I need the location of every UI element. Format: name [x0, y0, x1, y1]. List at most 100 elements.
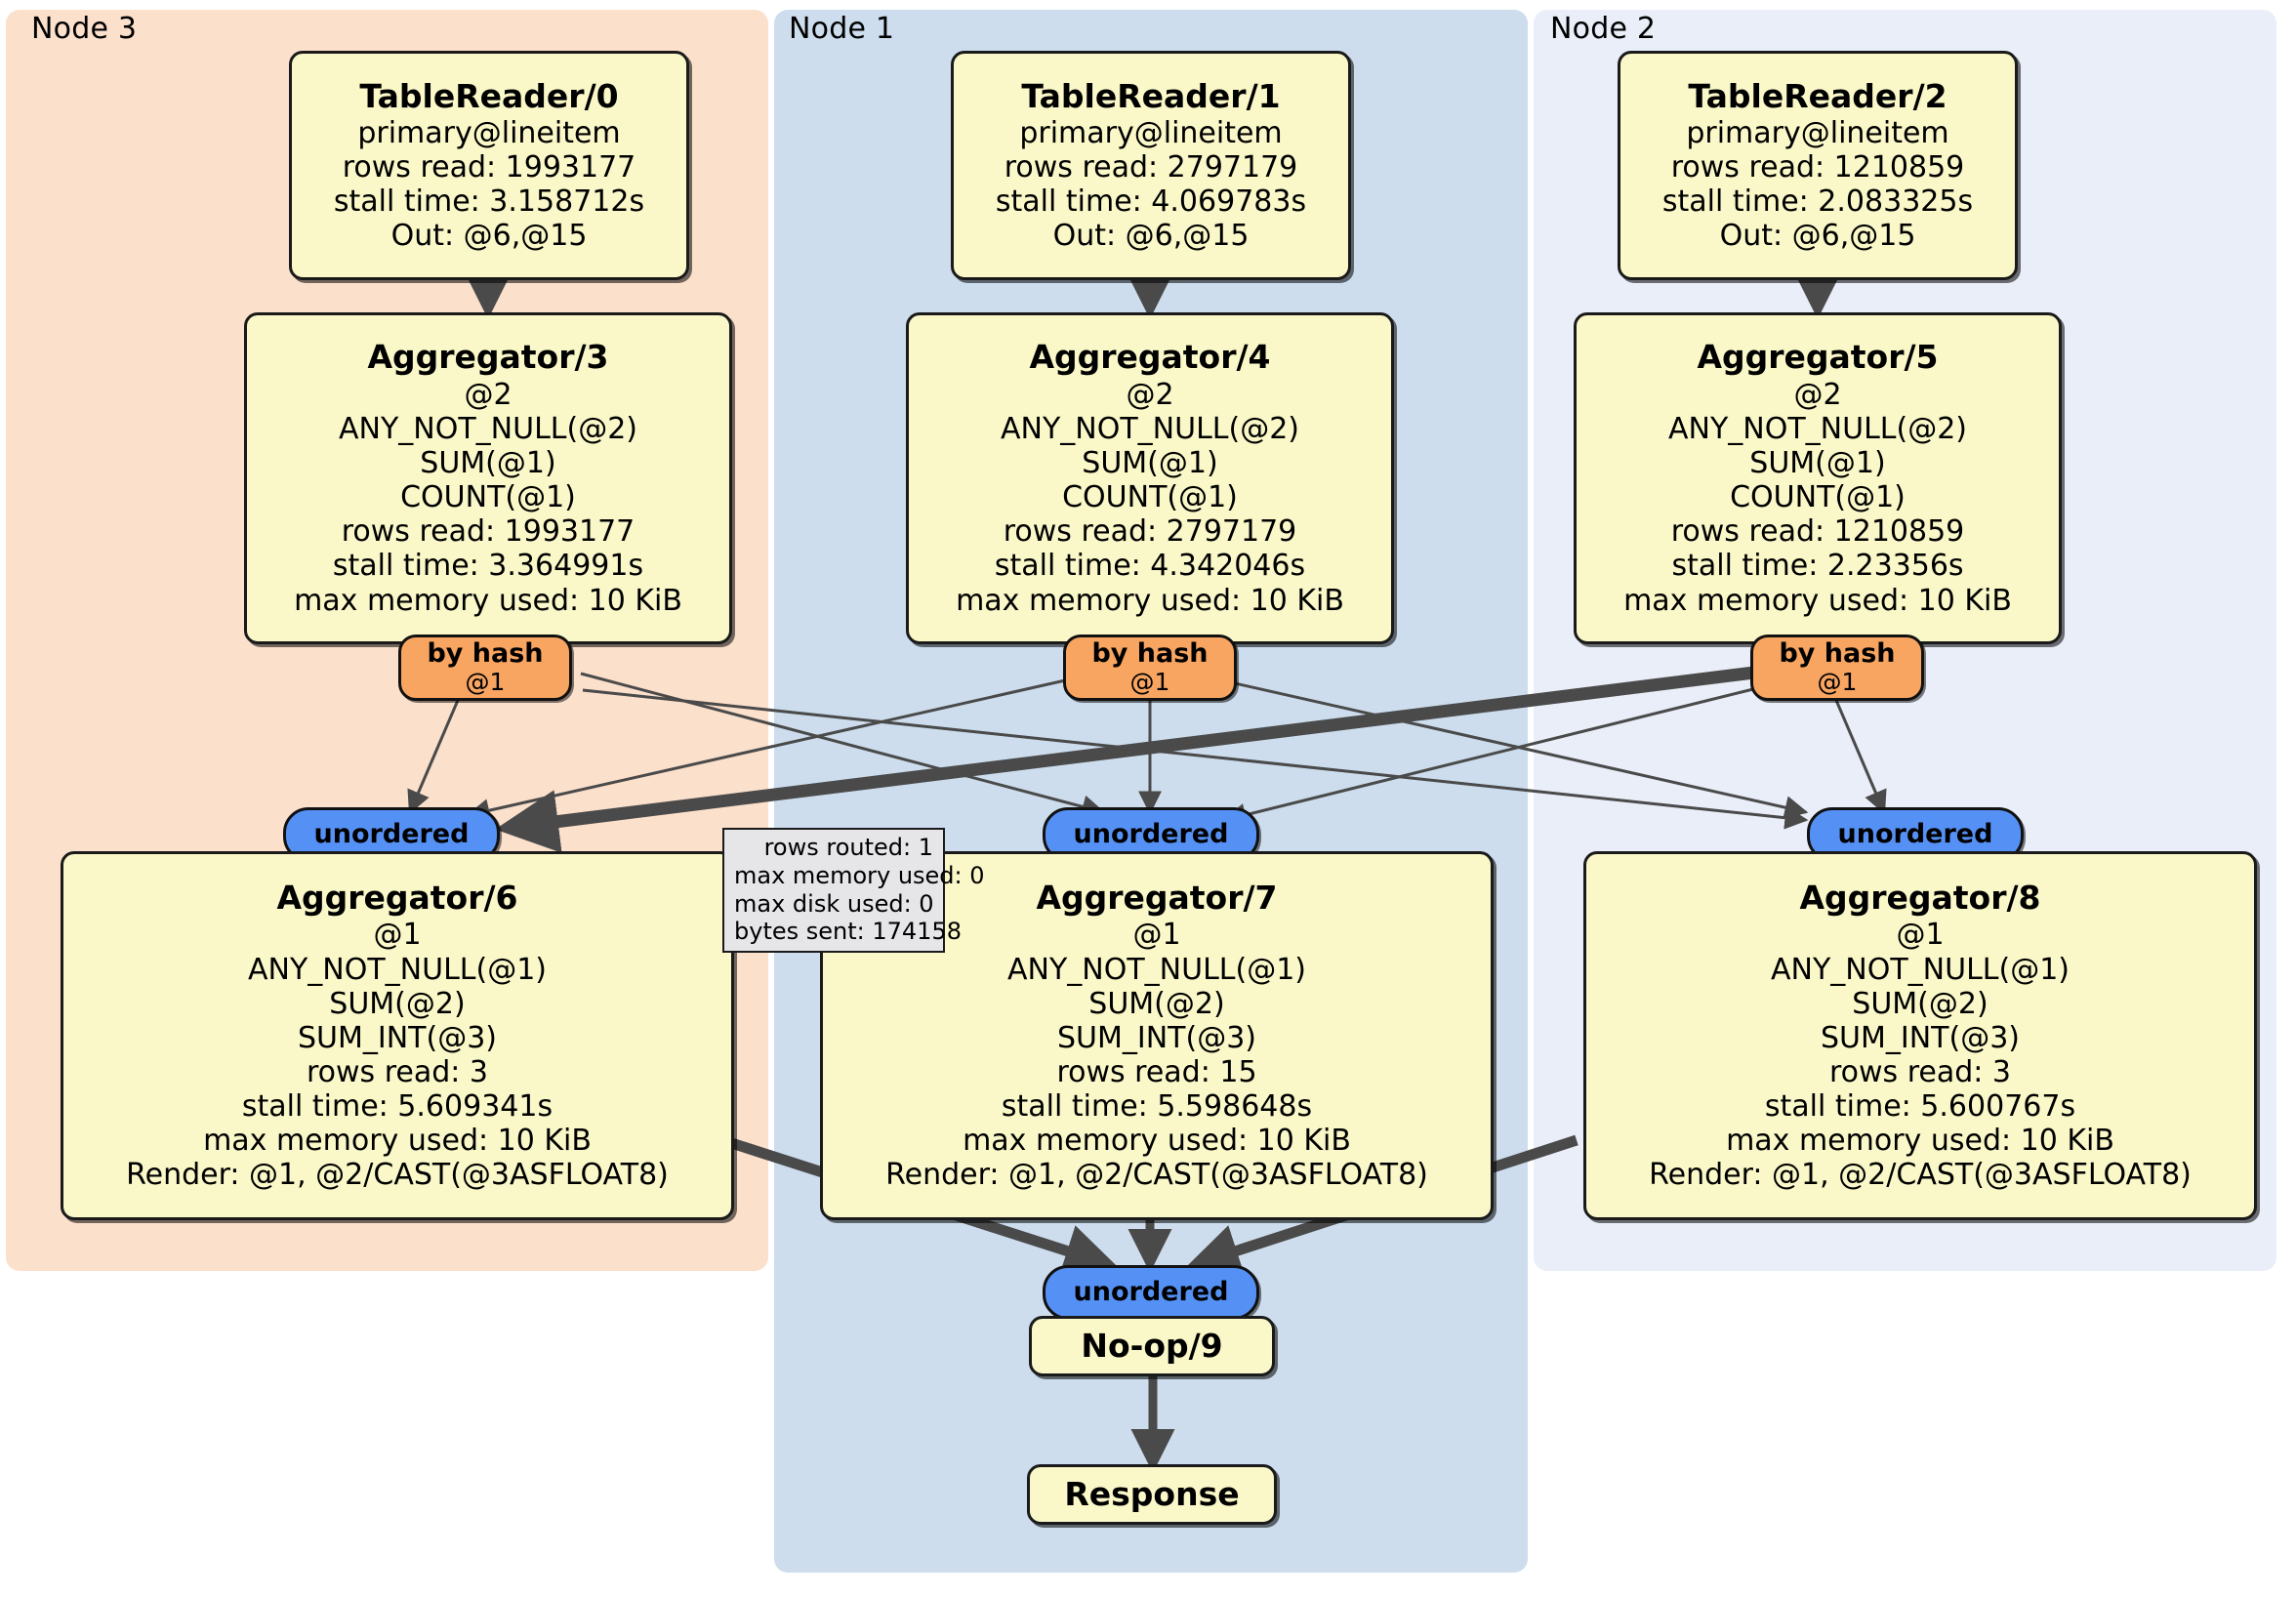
node-aggregator-4[interactable]: Aggregator/4 @2 ANY_NOT_NULL(@2) SUM(@1)… [906, 312, 1394, 644]
node-title: TableReader/2 [1688, 76, 1948, 115]
node-line: stall time: 4.069783s [995, 184, 1307, 220]
node-line: stall time: 5.600767s [1764, 1088, 2076, 1124]
node-line: rows read: 1210859 [1670, 150, 1965, 185]
node-line: rows read: 2797179 [1004, 150, 1298, 185]
node-line: rows read: 1993177 [341, 514, 636, 550]
node-line: SUM(@2) [1088, 986, 1225, 1021]
node-title: Aggregator/4 [1029, 338, 1271, 377]
node-line: max memory used: 10 KiB [203, 1123, 592, 1158]
node-line: SUM(@1) [420, 446, 556, 481]
node-line: COUNT(@1) [1062, 480, 1238, 515]
node-line: ANY_NOT_NULL(@2) [339, 412, 637, 447]
node-line: Render: @1, @2/CAST(@3ASFLOAT8) [1649, 1158, 2192, 1193]
node-line: primary@lineitem [1686, 116, 1949, 151]
edge-hash-left-to-unordered-right [582, 688, 1809, 830]
node-table-reader-0[interactable]: TableReader/0 primary@lineitem rows read… [289, 51, 689, 280]
edge-hash-left-to-unordered-mid [580, 672, 1106, 819]
node-line: SUM_INT(@3) [1821, 1020, 2020, 1055]
node-line: @2 [464, 377, 512, 412]
node-title: Response [1064, 1474, 1240, 1513]
node-line: max memory used: 10 KiB [963, 1123, 1351, 1158]
node-aggregator-3[interactable]: Aggregator/3 @2 ANY_NOT_NULL(@2) SUM(@1)… [244, 312, 732, 644]
receiver-label: unordered [1837, 819, 1993, 850]
node-line: primary@lineitem [1019, 116, 1283, 151]
cluster-label-node2: Node 2 [1550, 12, 1657, 46]
node-line: rows read: 1993177 [342, 150, 636, 185]
node-line: stall time: 5.609341s [241, 1088, 554, 1124]
node-table-reader-1[interactable]: TableReader/1 primary@lineitem rows read… [951, 51, 1351, 280]
node-response[interactable]: Response [1027, 1464, 1277, 1525]
node-line: Out: @6,@15 [1719, 219, 1916, 254]
node-line: SUM(@2) [329, 986, 466, 1021]
node-noop-9[interactable]: No-op/9 [1029, 1316, 1275, 1376]
edge-hash-mid-to-unordered-left [466, 676, 1075, 822]
node-line: Out: @6,@15 [390, 219, 588, 254]
edge-hash-left-to-unordered-left [407, 697, 461, 815]
node-line: @1 [1132, 918, 1181, 953]
node-line: Out: @6,@15 [1052, 219, 1250, 254]
node-line: SUM(@2) [1852, 986, 1988, 1021]
router-label: by hash [427, 638, 544, 670]
node-title: Aggregator/7 [1036, 878, 1278, 917]
node-line: @2 [1126, 377, 1174, 412]
node-line: ANY_NOT_NULL(@2) [1001, 412, 1299, 447]
router-by-hash-right[interactable]: by hash @1 [1750, 635, 1924, 701]
router-column: @1 [1129, 668, 1170, 697]
edge-hash-right-to-unordered-right [1833, 697, 1887, 815]
node-line: stall time: 3.364991s [332, 549, 644, 584]
tooltip-line: max memory used: 0 [734, 861, 985, 889]
node-line: SUM(@1) [1749, 446, 1886, 481]
node-line: Render: @1, @2/CAST(@3ASFLOAT8) [885, 1158, 1428, 1193]
node-line: max memory used: 10 KiB [294, 583, 682, 618]
router-column: @1 [465, 668, 506, 697]
node-line: @1 [373, 918, 422, 953]
node-line: @1 [1896, 918, 1945, 953]
node-title: Aggregator/8 [1799, 878, 2041, 917]
node-line: stall time: 2.23356s [1671, 549, 1964, 584]
node-line: rows read: 3 [1828, 1054, 2012, 1089]
node-line: max memory used: 10 KiB [956, 583, 1344, 618]
node-aggregator-8[interactable]: Aggregator/8 @1 ANY_NOT_NULL(@1) SUM(@2)… [1583, 851, 2257, 1220]
node-line: ANY_NOT_NULL(@1) [1007, 952, 1306, 987]
node-line: stall time: 2.083325s [1661, 184, 1974, 220]
node-line: max memory used: 10 KiB [1623, 583, 2012, 618]
edge-hash-right-to-unordered-mid [1222, 686, 1758, 827]
node-line: SUM(@1) [1082, 446, 1218, 481]
node-line: COUNT(@1) [1730, 480, 1906, 515]
receiver-label: unordered [1073, 819, 1229, 850]
node-line: rows read: 2797179 [1003, 514, 1297, 550]
router-column: @1 [1817, 668, 1858, 697]
node-title: Aggregator/5 [1697, 338, 1939, 377]
node-title: No-op/9 [1081, 1326, 1223, 1365]
cluster-label-node3: Node 3 [31, 12, 138, 46]
node-title: TableReader/1 [1021, 76, 1281, 115]
node-line: rows read: 3 [306, 1054, 489, 1089]
node-aggregator-6[interactable]: Aggregator/6 @1 ANY_NOT_NULL(@1) SUM(@2)… [61, 851, 734, 1220]
router-label: by hash [1779, 638, 1896, 670]
node-line: rows read: 15 [1056, 1054, 1257, 1089]
node-line: Render: @1, @2/CAST(@3ASFLOAT8) [126, 1158, 669, 1193]
node-line: ANY_NOT_NULL(@2) [1668, 412, 1967, 447]
tooltip-line: max disk used: 0 [734, 889, 934, 918]
node-line: COUNT(@1) [400, 480, 576, 515]
tooltip-line: rows routed: 1 [763, 834, 933, 861]
tooltip-line: bytes sent: 174158 [734, 918, 962, 946]
node-line: @2 [1793, 377, 1842, 412]
node-table-reader-2[interactable]: TableReader/2 primary@lineitem rows read… [1618, 51, 2018, 280]
node-line: stall time: 4.342046s [994, 549, 1306, 584]
router-by-hash-mid[interactable]: by hash @1 [1063, 635, 1237, 701]
node-aggregator-5[interactable]: Aggregator/5 @2 ANY_NOT_NULL(@2) SUM(@1)… [1574, 312, 2062, 644]
node-title: Aggregator/3 [367, 338, 609, 377]
receiver-label: unordered [1073, 1277, 1229, 1308]
receiver-label: unordered [313, 819, 470, 850]
receiver-unordered-final[interactable]: unordered [1043, 1265, 1259, 1320]
router-label: by hash [1091, 638, 1209, 670]
node-line: SUM_INT(@3) [298, 1020, 497, 1055]
router-by-hash-left[interactable]: by hash @1 [398, 635, 572, 701]
edge-stats-tooltip: rows routed: 1 max memory used: 0 max di… [722, 828, 985, 954]
node-line: stall time: 3.158712s [333, 184, 645, 220]
node-line: SUM_INT(@3) [1057, 1020, 1256, 1055]
node-line: ANY_NOT_NULL(@1) [1771, 952, 2070, 987]
node-line: rows read: 1210859 [1670, 514, 1965, 550]
node-line: primary@lineitem [357, 116, 621, 151]
